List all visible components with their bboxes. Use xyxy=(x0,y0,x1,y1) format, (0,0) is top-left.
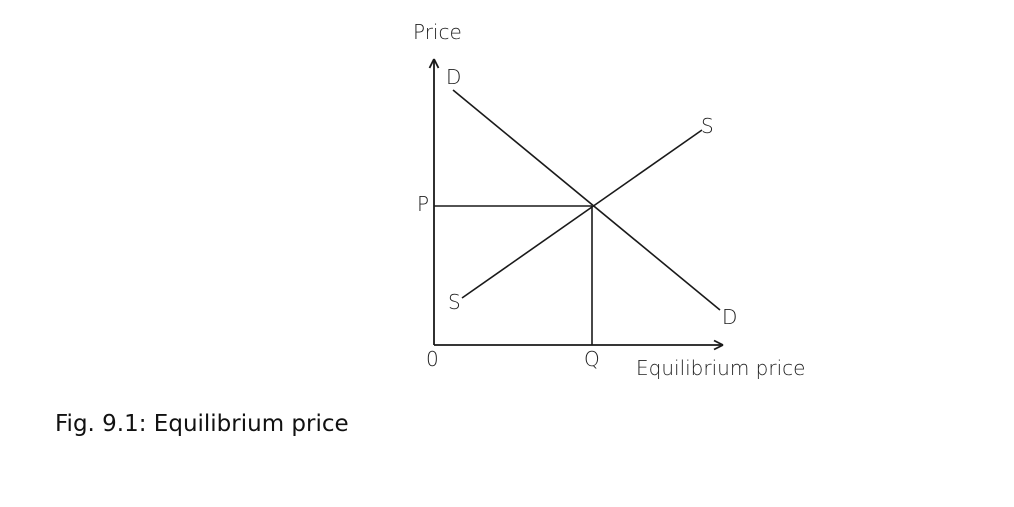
y-axis-label: Price xyxy=(413,20,462,44)
supply-label-bottom: S xyxy=(448,290,461,314)
demand-curve xyxy=(452,89,721,311)
quantity-label: Q xyxy=(584,347,600,371)
y-axis-arrow-left xyxy=(428,58,435,69)
demand-label-top: D xyxy=(446,65,461,89)
figure-caption: Fig. 9.1: Equilibrium price xyxy=(55,411,349,437)
y-axis-arrow-right xyxy=(433,58,440,69)
x-axis-label: Equilibrium price xyxy=(636,356,805,380)
origin-label: 0 xyxy=(426,347,439,371)
supply-curve xyxy=(461,129,703,299)
x-axis-arrow-top xyxy=(713,339,724,346)
x-axis-arrow-bottom xyxy=(713,344,724,351)
price-label: P xyxy=(417,192,429,216)
supply-label-top: S xyxy=(701,114,714,138)
demand-label-bottom: D xyxy=(722,305,737,329)
